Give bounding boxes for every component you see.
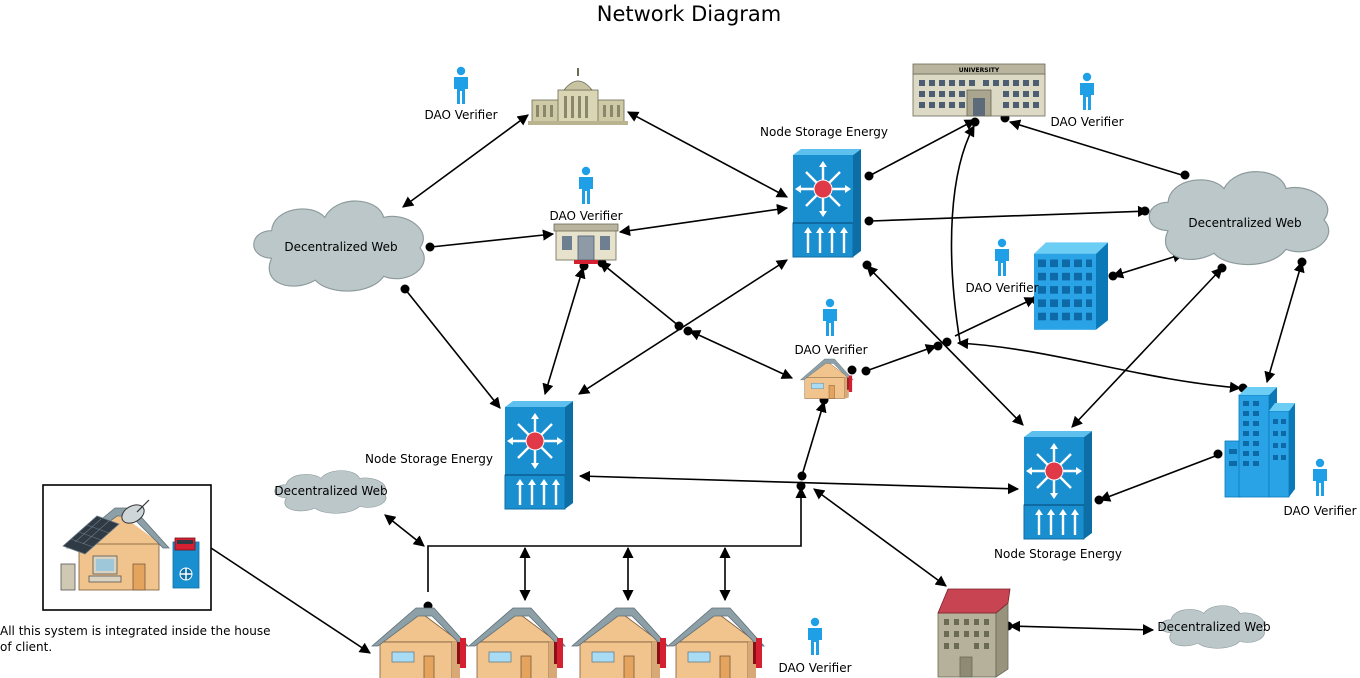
edge-switch1-cloud2 bbox=[870, 205, 1150, 222]
office-building-icon bbox=[1224, 387, 1295, 498]
dao-verifier-label: DAO Verifier bbox=[1283, 504, 1356, 518]
decentralized-web-label: Decentralized Web bbox=[1157, 620, 1270, 634]
decentralized-web-label: Decentralized Web bbox=[1188, 216, 1301, 230]
edge-switch3-tower bbox=[1098, 454, 1219, 502]
person-icon bbox=[1313, 458, 1327, 496]
edge-client-house1 bbox=[210, 547, 371, 654]
bus-line bbox=[427, 486, 807, 592]
edge-junction-home bbox=[688, 330, 794, 379]
edge-cloud2-switch3 bbox=[1071, 267, 1223, 428]
decentralized-web-label: Decentralized Web bbox=[284, 240, 397, 254]
dao-verifier-label: DAO Verifier bbox=[965, 281, 1038, 295]
edge-hub-office bbox=[954, 297, 1037, 337]
house-icon bbox=[667, 607, 765, 678]
person-icon bbox=[995, 238, 1009, 276]
edge-home-junction2 bbox=[802, 400, 827, 473]
shop-icon bbox=[553, 223, 619, 264]
person-icon bbox=[454, 66, 468, 104]
edge-shop-home bbox=[599, 261, 680, 327]
dao-verifier-label: DAO Verifier bbox=[778, 661, 851, 675]
edge-cloud2-tower bbox=[1264, 260, 1305, 384]
edge-cloud1-switch2 bbox=[404, 288, 501, 409]
node-storage-energy-label: Node Storage Energy bbox=[994, 547, 1122, 561]
edge-univ-cloud2 bbox=[1008, 119, 1186, 177]
diagram-title: Network Diagram bbox=[597, 2, 782, 26]
network-switch-icon bbox=[791, 147, 863, 259]
edge-cloud1-shop bbox=[430, 229, 555, 248]
university-building-icon: UNIVERSITY bbox=[912, 63, 1046, 117]
network-switch-icon bbox=[503, 399, 575, 511]
edge-hub-univ bbox=[950, 125, 975, 343]
person-icon bbox=[808, 617, 822, 655]
edge-shop-switch1 bbox=[618, 203, 789, 237]
edge-gov-cloud1 bbox=[402, 114, 529, 208]
edge-switch1-univ bbox=[868, 119, 976, 177]
smart-house-icon bbox=[60, 499, 200, 591]
edge-hub-tower bbox=[956, 337, 1242, 393]
government-building-icon bbox=[528, 68, 628, 125]
edge-apartment-cloud4 bbox=[1008, 620, 1155, 636]
person-icon bbox=[1080, 72, 1094, 110]
edge-home-hub bbox=[865, 344, 938, 372]
connection-lines bbox=[210, 111, 1305, 654]
client-caption: of client. bbox=[0, 640, 52, 654]
network-switch-icon bbox=[1022, 429, 1094, 541]
edge-gov-switch1 bbox=[627, 111, 788, 198]
dao-verifier-label: DAO Verifier bbox=[794, 343, 867, 357]
client-caption: All this system is integrated inside the… bbox=[0, 624, 271, 638]
edge-junction2-apartment bbox=[813, 488, 947, 587]
edge-office-cloud2 bbox=[1111, 251, 1185, 279]
node-storage-energy-label: Node Storage Energy bbox=[760, 125, 888, 139]
office-building-icon bbox=[1034, 242, 1108, 330]
decentralized-web-label: Decentralized Web bbox=[274, 484, 387, 498]
house-icon bbox=[468, 607, 566, 678]
house-icon bbox=[371, 607, 469, 678]
edge-cloud3-bus bbox=[384, 514, 425, 547]
house-icon bbox=[571, 607, 669, 678]
university-sign: UNIVERSITY bbox=[959, 67, 1000, 74]
dao-verifier-label: DAO Verifier bbox=[424, 108, 497, 122]
node-storage-energy-label: Node Storage Energy bbox=[365, 452, 493, 466]
person-icon bbox=[579, 166, 593, 204]
house-icon bbox=[800, 358, 854, 399]
dao-verifier-label: DAO Verifier bbox=[1050, 115, 1123, 129]
apartment-building-icon bbox=[937, 588, 1011, 678]
edge-shop-switch2 bbox=[542, 266, 586, 396]
person-icon bbox=[823, 298, 837, 336]
dao-verifier-label: DAO Verifier bbox=[549, 209, 622, 223]
